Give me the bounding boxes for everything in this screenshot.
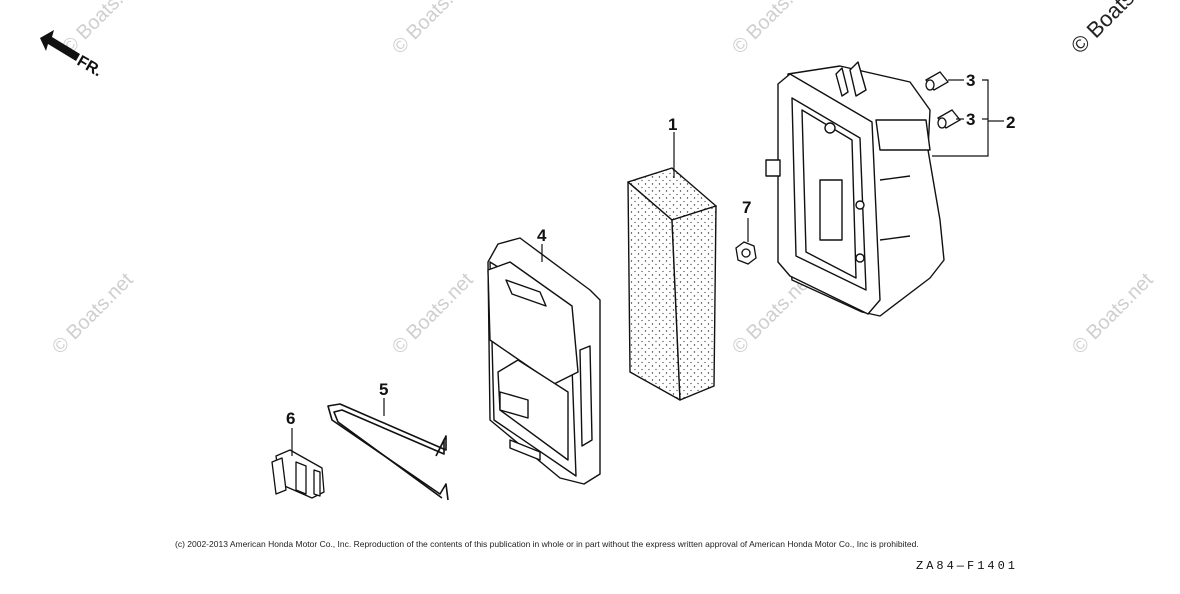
callout-4: 4: [537, 226, 547, 245]
watermark: © Boats.net: [388, 0, 478, 59]
watermark: © Boats.net: [388, 269, 478, 359]
callout-2: 2: [1006, 113, 1015, 132]
callout-labels: 1 2 3 3 4 5 6 7: [286, 71, 1015, 428]
callout-7: 7: [742, 198, 751, 217]
callout-3: 3: [966, 71, 975, 90]
foam-element: [627, 167, 717, 401]
air-cleaner-case: [765, 61, 945, 317]
copyright-notice: (c) 2002-2013 American Honda Motor Co., …: [175, 539, 919, 549]
air-cleaner-cover: [487, 237, 601, 485]
flange-nut: [735, 241, 757, 265]
grommet-parts: [925, 71, 961, 129]
wire-clip: [327, 403, 449, 501]
leader-lines: [291, 79, 1004, 456]
watermarks: © Boats.net © Boats.net © Boats.net © Bo…: [48, 0, 1165, 359]
callout-1: 1: [668, 115, 677, 134]
watermark: © Boats.net: [1066, 0, 1165, 59]
callout-3: 3: [966, 110, 975, 129]
watermark: © Boats.net: [48, 269, 138, 359]
direction-label: FR.: [74, 53, 105, 81]
watermark: © Boats.net: [1068, 269, 1158, 359]
callout-6: 6: [286, 409, 295, 428]
diagram-code: ZA84—F1401: [916, 559, 1019, 573]
clamp: [271, 449, 325, 499]
watermark: © Boats.net: [728, 0, 818, 59]
callout-5: 5: [379, 380, 388, 399]
